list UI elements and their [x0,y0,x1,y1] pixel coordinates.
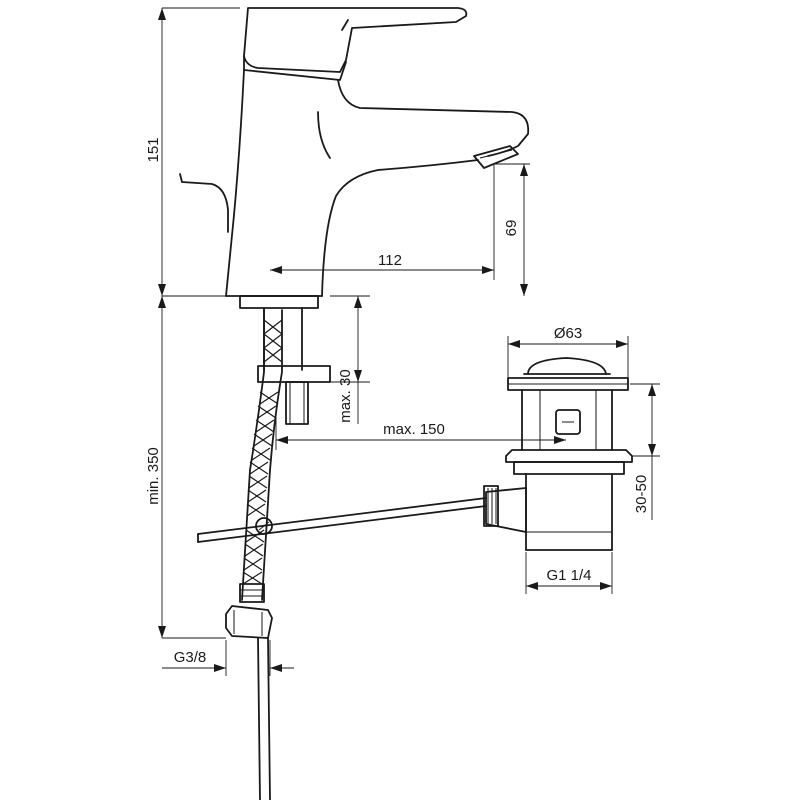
dimension-label-waste-thread: G1 1/4 [546,567,591,584]
dimension-label-spout-reach: 112 [378,252,402,269]
dimension-total-height [158,7,240,297]
dimension-waste-diameter [507,336,629,378]
dimension-label-pull-rod-reach: max. 150 [383,421,445,438]
dimension-label-waste-diameter: Ø63 [554,325,582,342]
dimension-supply-thread [162,640,294,676]
dimension-waste-thread [525,552,613,594]
dimension-waste-thickness [630,383,660,520]
waste-assembly [483,357,633,551]
dimension-spout-reach [270,266,494,274]
supply-hose [225,309,283,800]
dimension-label-below-counter: max. 30 [337,369,354,422]
dimension-label-waste-thickness: 30-50 [633,475,650,513]
mounting-shank [257,307,331,425]
dimension-label-supply-thread: G3/8 [174,649,207,666]
faucet-body [225,7,530,309]
dimension-pull-rod-reach [275,416,566,450]
dimension-spout-height [493,163,530,296]
dimension-supply-length [158,296,226,639]
dimension-below-counter [330,295,370,424]
pull-rod [197,497,487,543]
dimension-label-supply-length: min. 350 [145,447,162,505]
dimension-label-spout-height: 69 [503,220,520,237]
popup-lever [179,173,229,233]
dimension-label-total-height: 151 [145,137,162,162]
